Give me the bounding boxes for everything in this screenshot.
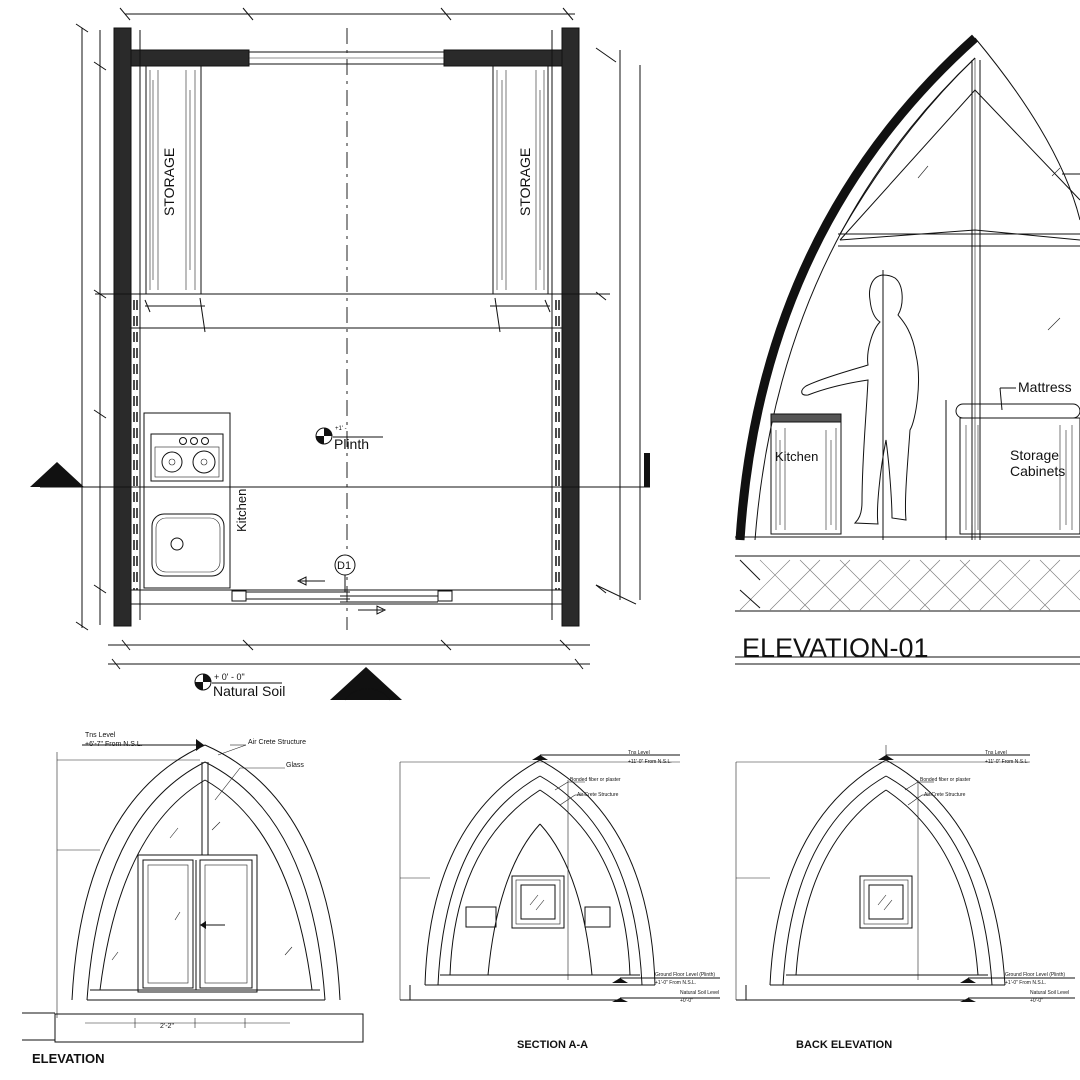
storage-left-label: STORAGE [161,148,177,216]
back-nsl-value: +0'-0" [1030,998,1043,1004]
door-tag-label: D1 [337,560,351,572]
mattress-label: Mattress [1018,379,1072,395]
front-glass-label: Glass [286,762,304,769]
front-elevation-title: ELEVATION [32,1051,104,1066]
elevation-01-detail: Kitchen Mattress Storage Cabinets [735,34,1080,665]
plinth-label: Plinth [334,436,369,452]
back-tns-label: Tns Level [985,750,1007,756]
natural-soil-level-marker [194,673,212,691]
section-marker-right [644,453,650,487]
plinth-level-marker [315,427,333,445]
section-marker-left [30,462,84,487]
front-dim: 2'-2" [160,1023,174,1030]
back-tns-value: +11'-0" From N.S.L. [985,759,1029,765]
back-gfl-label: Ground Floor Level (Plinth) [1005,972,1065,978]
section-nsl-value: +0'-0" [680,998,693,1004]
back-elevation-title: BACK ELEVATION [796,1039,892,1051]
floor-plan: STORAGE STORAGE [30,7,650,701]
section-marker-bottom [330,667,402,700]
back-bonded-label: Bonded fiber or plaster [920,777,971,783]
section-tns-label: Tns Level [628,750,650,756]
storage-cabinets-line2: Cabinets [1010,463,1065,479]
elevation-01-title: ELEVATION-01 [742,633,929,663]
section-bonded-label: Bonded fiber or plaster [570,777,621,783]
front-aircrete-label: Air Crete Structure [248,739,306,746]
plinth-level-value: +1' - [335,426,347,432]
kitchen-label: Kitchen [234,489,249,532]
back-gfl-value: +1'-0" From N.S.L. [1005,980,1046,986]
stove-icon [150,433,224,482]
back-aircrete-label: Air Crete Structure [924,792,966,798]
storage-cabinets-line1: Storage [1010,447,1059,463]
back-elevation: Tns Level +11'-0" From N.S.L. Bonded fib… [735,745,1075,1051]
front-tns-label: Tns Level [85,732,116,739]
soil-level-value: + 0' - 0" [214,672,245,682]
section-gfl-value: +1'-0" From N.S.L. [655,980,696,986]
section-gfl-label: Ground Floor Level (Plinth) [655,972,715,978]
section-a-a: Tns Level +11'-0" From N.S.L. Bonded fib… [399,750,720,1051]
elev-kitchen-label: Kitchen [775,449,818,464]
storage-right-label: STORAGE [517,148,533,216]
natural-soil-label: Natural Soil [213,683,285,699]
section-a-a-title: SECTION A-A [517,1039,588,1051]
section-aircrete-label: Air Crete Structure [577,792,619,798]
back-nsl-label: Natural Soil Level [1030,990,1069,996]
front-tns-value: +6'-7" From N.S.L. [85,741,143,748]
sink-icon [151,513,225,577]
person-silhouette [801,274,919,525]
section-nsl-label: Natural Soil Level [680,990,719,996]
front-elevation: Tns Level +6'-7" From N.S.L. Air Crete [22,732,364,1066]
section-tns-value: +11'-0" From N.S.L. [628,759,672,765]
